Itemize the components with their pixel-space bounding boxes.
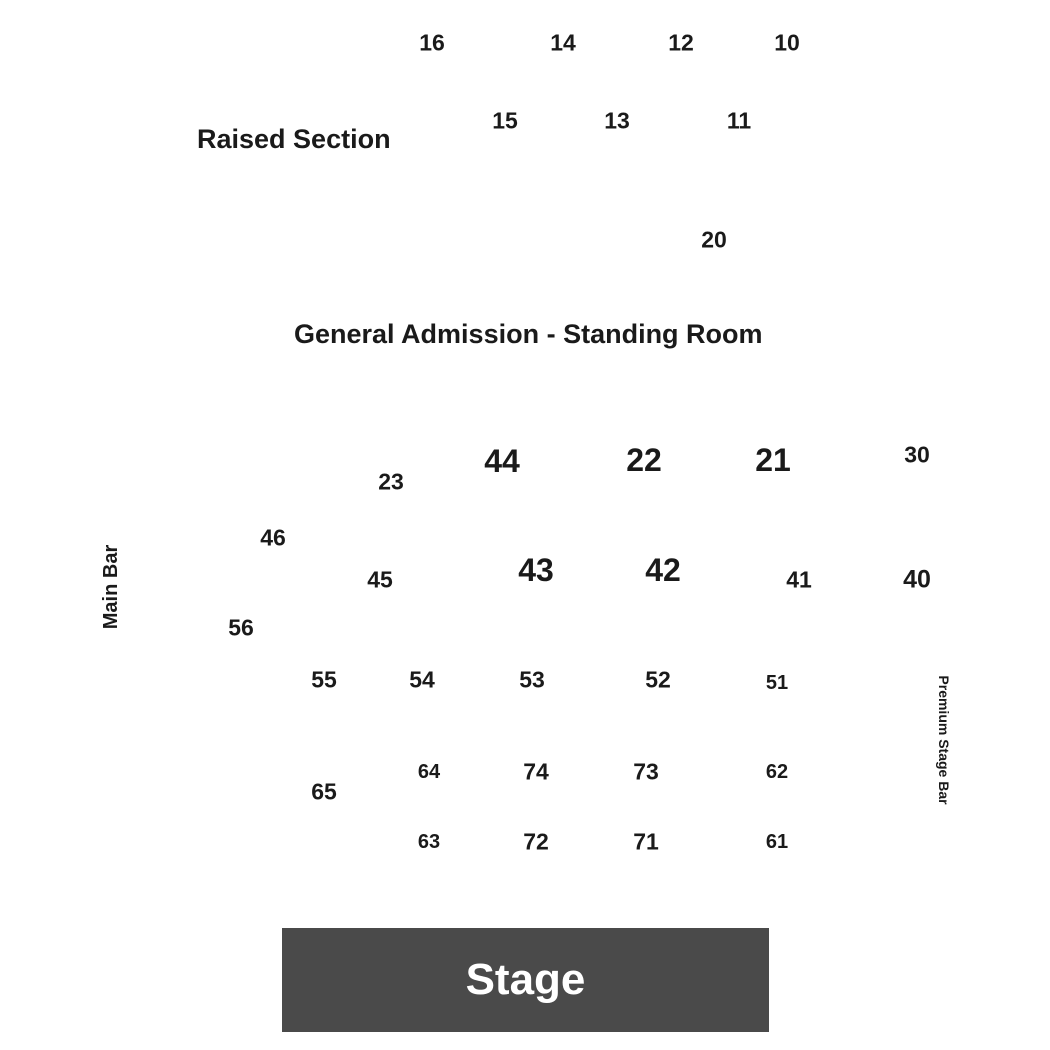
section-54[interactable]: 54 — [409, 666, 435, 693]
section-22[interactable]: 22 — [626, 442, 662, 478]
section-72[interactable]: 72 — [523, 828, 549, 855]
general-admission-label: General Admission - Standing Room — [294, 319, 763, 349]
section-11[interactable]: 11 — [726, 107, 752, 134]
section-16[interactable]: 16 — [419, 29, 445, 56]
section-12[interactable]: 12 — [668, 29, 694, 56]
section-43[interactable]: 43 — [518, 552, 554, 588]
raised-section-label: Raised Section — [197, 124, 391, 154]
section-10[interactable]: 10 — [774, 29, 800, 56]
section-41[interactable]: 41 — [786, 566, 812, 593]
section-13[interactable]: 13 — [604, 107, 630, 134]
section-45[interactable]: 45 — [367, 566, 393, 593]
section-21[interactable]: 21 — [755, 442, 791, 478]
section-74[interactable]: 74 — [523, 758, 549, 785]
section-42[interactable]: 42 — [645, 552, 681, 588]
section-15[interactable]: 15 — [492, 107, 518, 134]
section-52[interactable]: 52 — [645, 666, 671, 693]
section-64[interactable]: 64 — [417, 761, 441, 783]
section-55[interactable]: 55 — [311, 666, 337, 693]
section-61[interactable]: 61 — [765, 831, 789, 853]
section-53[interactable]: 53 — [519, 666, 545, 693]
section-65[interactable]: 65 — [311, 778, 337, 805]
section-51[interactable]: 51 — [765, 672, 789, 694]
section-44[interactable]: 44 — [484, 443, 520, 479]
stage-label: Stage — [465, 955, 586, 1004]
section-30[interactable]: 30 — [904, 441, 930, 468]
section-62[interactable]: 62 — [765, 761, 789, 783]
section-14[interactable]: 14 — [550, 29, 576, 56]
premium-stage-bar-label: Premium Stage Bar — [936, 675, 952, 805]
section-20[interactable]: 20 — [701, 226, 727, 253]
section-73[interactable]: 73 — [633, 758, 659, 785]
section-56[interactable]: 56 — [228, 614, 254, 641]
section-63[interactable]: 63 — [417, 831, 441, 853]
stage: Stage — [282, 928, 769, 1032]
section-46[interactable]: 46 — [260, 524, 286, 551]
section-40[interactable]: 40 — [903, 565, 931, 594]
section-23[interactable]: 23 — [378, 468, 404, 495]
section-71[interactable]: 71 — [633, 828, 659, 855]
main-bar-label: Main Bar — [100, 544, 122, 630]
